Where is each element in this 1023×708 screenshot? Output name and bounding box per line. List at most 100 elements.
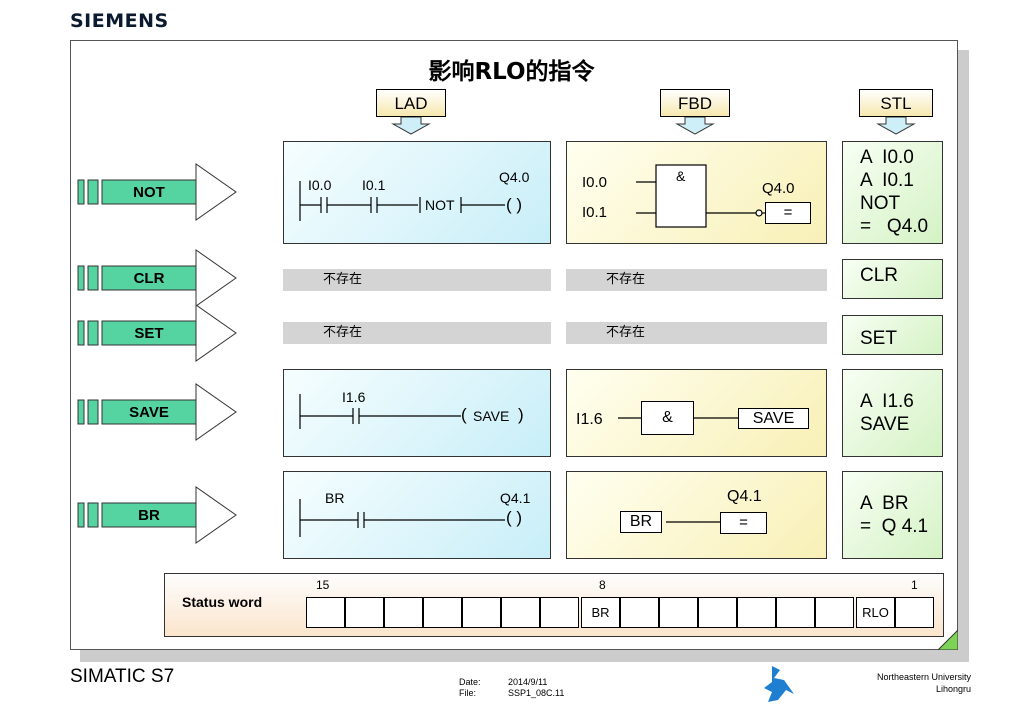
lad-not-contact2-label: I0.1 bbox=[362, 177, 386, 193]
status-bit-cell bbox=[776, 597, 815, 628]
status-bit-cell bbox=[895, 597, 934, 628]
row-label-br: BR bbox=[138, 507, 160, 524]
lad-not-label: NOT bbox=[425, 197, 455, 213]
status-word-label: Status word bbox=[182, 594, 263, 610]
lad-br-coil-label: Q4.1 bbox=[500, 490, 531, 506]
fbd-save-diagram bbox=[618, 417, 738, 419]
bit-15-label: 15 bbox=[316, 578, 330, 592]
not-exist-text: 不存在 bbox=[323, 325, 363, 340]
status-bit-cell bbox=[501, 597, 540, 628]
stl-br-panel: A BR = Q 4.1 bbox=[842, 471, 943, 559]
status-bit-cell bbox=[306, 597, 345, 628]
fbd-br-panel bbox=[566, 471, 827, 559]
stl-line: SET bbox=[860, 328, 897, 349]
siemens-logo: SIEMENS bbox=[70, 10, 169, 32]
lad-save-coil-close: ) bbox=[518, 405, 524, 424]
down-arrow-icon bbox=[876, 117, 916, 135]
not-exist-text: 不存在 bbox=[606, 272, 646, 287]
bit-1-label: 1 bbox=[911, 578, 918, 592]
lad-not-contact1-label: I0.0 bbox=[308, 177, 332, 193]
fbd-br-output-label: Q4.1 bbox=[727, 488, 762, 505]
fbd-not-gate: & bbox=[676, 168, 686, 184]
not-exist-text: 不存在 bbox=[606, 325, 646, 340]
stl-line: = Q 4.1 bbox=[860, 516, 929, 537]
stl-clr-panel: CLR bbox=[842, 259, 943, 299]
stl-save-panel: A I1.6 SAVE bbox=[842, 369, 943, 457]
fbd-save-input: I1.6 bbox=[576, 411, 603, 428]
row-label-clr: CLR bbox=[133, 270, 165, 287]
fbd-not-input2: I0.1 bbox=[582, 204, 608, 221]
lad-set-none: 不存在 bbox=[283, 322, 551, 344]
row-arrow-br bbox=[77, 486, 237, 544]
row-arrow-not bbox=[77, 163, 237, 221]
lad-not-panel bbox=[283, 141, 551, 244]
column-header-stl: STL bbox=[859, 89, 933, 117]
bit-8-label: 8 bbox=[599, 578, 606, 592]
status-bit-cell bbox=[659, 597, 698, 628]
lad-clr-none: 不存在 bbox=[283, 269, 551, 291]
fbd-br-assign-box: = bbox=[720, 512, 767, 534]
fbd-not-input1: I0.0 bbox=[582, 174, 608, 191]
lad-save-diagram bbox=[299, 394, 461, 429]
org-name: Northeastern University bbox=[876, 672, 971, 682]
lad-br-coil: ( ) bbox=[506, 508, 523, 527]
row-label-set: SET bbox=[134, 325, 164, 342]
row-arrow-set bbox=[77, 304, 237, 362]
status-bit-br: BR bbox=[581, 597, 620, 628]
product-name: SIMATIC S7 bbox=[70, 666, 175, 687]
lad-not-coil-label: Q4.0 bbox=[499, 169, 530, 185]
fbd-not-output: Q4.0 bbox=[762, 180, 795, 197]
page-title: 影响RLO的指令 bbox=[428, 59, 595, 85]
stl-line: = Q4.0 bbox=[860, 216, 929, 237]
not-exist-text: 不存在 bbox=[323, 272, 363, 287]
status-bit-cell bbox=[620, 597, 659, 628]
fbd-not-assign-box: = bbox=[765, 202, 811, 224]
column-header-fbd: FBD bbox=[660, 89, 730, 117]
fbd-save-output-box: SAVE bbox=[738, 408, 809, 429]
fbd-set-none: 不存在 bbox=[566, 322, 827, 344]
author-name: Lihongru bbox=[935, 684, 971, 694]
stl-set-panel: SET bbox=[842, 315, 943, 355]
row-label-not: NOT bbox=[133, 184, 165, 201]
file-label: File: bbox=[459, 688, 477, 698]
date-value: 2014/9/11 bbox=[508, 677, 548, 687]
fbd-not-diagram bbox=[636, 164, 765, 228]
status-bit-cell bbox=[698, 597, 737, 628]
lad-save-contact-label: I1.6 bbox=[342, 389, 366, 405]
fbd-save-gate: & bbox=[641, 401, 694, 435]
date-label: Date: bbox=[459, 677, 481, 687]
row-arrow-clr bbox=[77, 249, 237, 307]
lad-save-coil-open: ( bbox=[461, 405, 467, 424]
status-bit-cell bbox=[737, 597, 776, 628]
corner-fold-icon bbox=[938, 630, 958, 650]
lad-not-diagram bbox=[299, 181, 505, 221]
column-header-lad: LAD bbox=[376, 89, 446, 117]
stl-line: A I0.1 bbox=[860, 170, 914, 191]
stl-line: A BR bbox=[860, 493, 909, 514]
status-bit-cell bbox=[540, 597, 579, 628]
status-bit-cell bbox=[815, 597, 854, 628]
lad-br-diagram bbox=[299, 499, 505, 537]
stl-not-panel: A I0.0 A I0.1 NOT = Q4.0 bbox=[842, 141, 943, 244]
file-value: SSP1_08C.11 bbox=[508, 688, 565, 698]
lad-not-coil: ( ) bbox=[506, 195, 523, 214]
fbd-br-input-box: BR bbox=[620, 511, 662, 533]
row-label-save: SAVE bbox=[129, 404, 169, 421]
stl-line: NOT bbox=[860, 193, 901, 214]
status-bit-cell bbox=[345, 597, 384, 628]
row-arrow-save bbox=[77, 383, 237, 441]
university-logo-icon bbox=[764, 666, 794, 702]
down-arrow-icon bbox=[391, 117, 431, 135]
status-bit-cell bbox=[384, 597, 423, 628]
fbd-br-diagram bbox=[666, 521, 720, 523]
fbd-clr-none: 不存在 bbox=[566, 269, 827, 291]
stl-line: SAVE bbox=[860, 414, 910, 435]
lad-save-coil-text: SAVE bbox=[473, 408, 510, 424]
status-bit-cell bbox=[423, 597, 462, 628]
status-bit-rlo: RLO bbox=[856, 597, 895, 628]
stl-line: A I1.6 bbox=[860, 391, 914, 412]
down-arrow-icon bbox=[675, 117, 715, 135]
stl-line: CLR bbox=[860, 265, 899, 286]
lad-save-panel bbox=[283, 369, 551, 457]
stl-line: A I0.0 bbox=[860, 147, 914, 168]
